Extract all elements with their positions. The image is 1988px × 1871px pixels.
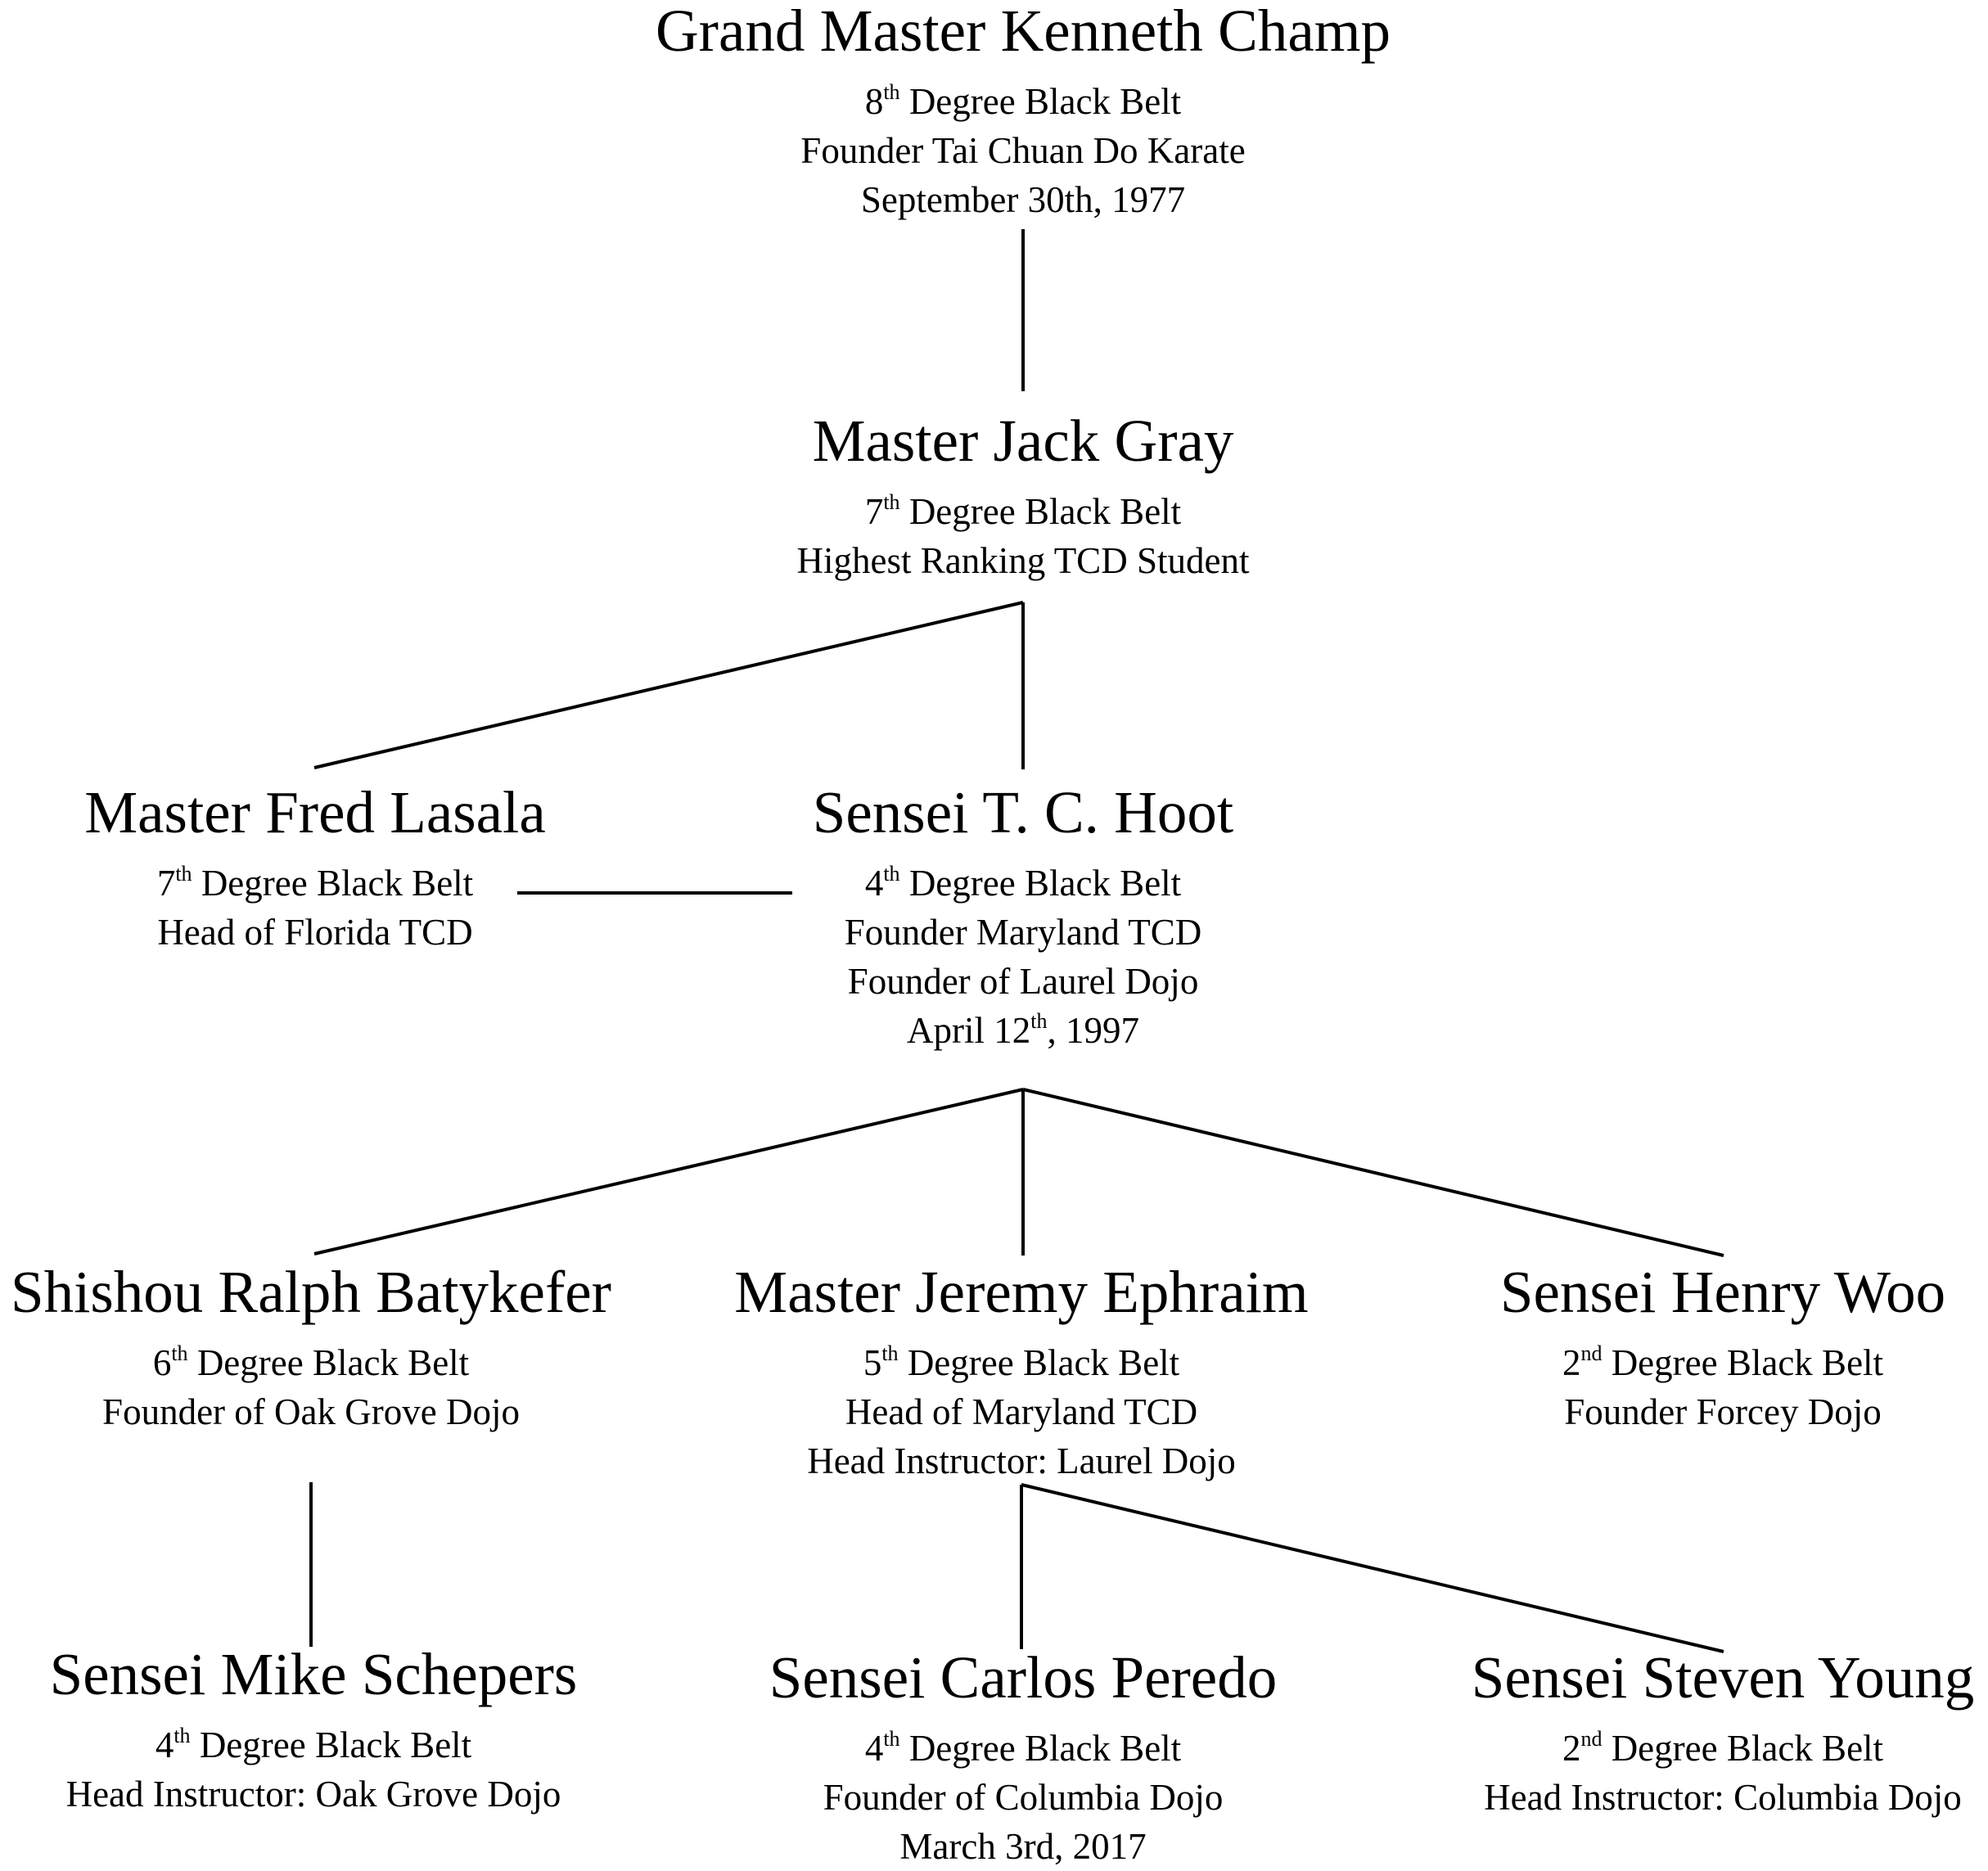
role-line: Head Instructor: Oak Grove Dojo [65, 1774, 561, 1815]
rank-line: 5th Degree Black Belt [612, 1338, 1431, 1387]
rank-text: Degree Black Belt [899, 491, 1182, 532]
rank-text: Degree Black Belt [190, 1724, 472, 1765]
role-line-2: Head Instructor: Laurel Dojo [807, 1440, 1236, 1481]
person-name: Grand Master Kenneth Champ [655, 0, 1391, 64]
node-carlos-peredo: Sensei Carlos Peredo 4th Degree Black Be… [614, 1643, 1432, 1871]
person-name: Sensei Carlos Peredo [769, 1644, 1278, 1711]
role-line: Founder of Oak Grove Dojo [102, 1391, 520, 1432]
rank-line: 2nd Degree Black Belt [1314, 1338, 1988, 1387]
person-name: Sensei Henry Woo [1499, 1259, 1946, 1325]
rank-number: 7 [156, 863, 176, 904]
role-line: Founder Tai Chuan Do Karate [800, 130, 1246, 171]
rank-number: 6 [152, 1342, 172, 1383]
rank-line: 4th Degree Black Belt [614, 1724, 1432, 1773]
rank-suffix: th [171, 1341, 188, 1365]
rank-text: Degree Black Belt [899, 1728, 1182, 1769]
role-line: Founder Forcey Dojo [1564, 1391, 1882, 1432]
edge-ephraim-young [1021, 1483, 1724, 1653]
rank-suffix: th [174, 1724, 191, 1747]
rank-suffix: th [883, 80, 900, 104]
rank-suffix: th [175, 862, 192, 886]
edge-hoot-batykefer [313, 1088, 1024, 1256]
rank-suffix: th [883, 490, 900, 514]
person-name: Sensei Mike Schepers [49, 1641, 578, 1707]
date-text: April 12 [907, 1010, 1031, 1051]
rank-number: 8 [864, 81, 884, 122]
rank-text: Degree Black Belt [898, 1342, 1180, 1383]
node-tc-hoot: Sensei T. C. Hoot 4th Degree Black Belt … [614, 778, 1432, 1055]
rank-number: 4 [864, 1728, 884, 1769]
rank-number: 4 [864, 863, 884, 904]
role-line: Highest Ranking TCD Student [796, 540, 1250, 581]
date-line: September 30th, 1977 [860, 179, 1186, 220]
person-name: Master Jack Gray [812, 408, 1234, 474]
role-line: Founder Maryland TCD [844, 912, 1202, 953]
date-suffix: th [1030, 1009, 1048, 1033]
role-line: Founder of Columbia Dojo [823, 1777, 1224, 1818]
person-name: Sensei T. C. Hoot [812, 779, 1234, 845]
role-line: Head of Maryland TCD [845, 1391, 1198, 1432]
rank-text: Degree Black Belt [899, 81, 1182, 122]
person-name: Shishou Ralph Batykefer [11, 1259, 611, 1325]
role-line: Head of Florida TCD [157, 912, 473, 953]
rank-line: 4th Degree Black Belt [0, 1720, 723, 1770]
rank-suffix: th [883, 1727, 900, 1751]
node-jeremy-ephraim: Master Jeremy Ephraim 5th Degree Black B… [612, 1258, 1431, 1486]
role-line-2: Founder of Laurel Dojo [847, 961, 1199, 1002]
node-ralph-batykefer: Shishou Ralph Batykefer 6th Degree Black… [0, 1258, 720, 1436]
rank-number: 5 [863, 1342, 882, 1383]
person-name: Sensei Steven Young [1471, 1644, 1975, 1711]
rank-text: Degree Black Belt [1602, 1342, 1884, 1383]
rank-text: Degree Black Belt [899, 863, 1182, 904]
date-year: , 1997 [1047, 1010, 1139, 1051]
node-steven-young: Sensei Steven Young 2nd Degree Black Bel… [1314, 1643, 1988, 1822]
rank-suffix: th [883, 862, 900, 886]
rank-line: 2nd Degree Black Belt [1314, 1724, 1988, 1773]
rank-number: 2 [1562, 1342, 1581, 1383]
person-name: Master Fred Lasala [84, 779, 546, 845]
rank-number: 7 [864, 491, 884, 532]
rank-line: 6th Degree Black Belt [0, 1338, 720, 1387]
edge-hoot-woo [1022, 1088, 1724, 1257]
rank-number: 4 [155, 1724, 174, 1765]
rank-suffix: th [881, 1341, 899, 1365]
rank-text: Degree Black Belt [192, 863, 474, 904]
node-fred-lasala: Master Fred Lasala 7th Degree Black Belt… [0, 778, 724, 957]
date-line: March 3rd, 2017 [899, 1826, 1147, 1867]
node-kenneth-champ: Grand Master Kenneth Champ 8th Degree Bl… [614, 0, 1432, 224]
rank-line: 7th Degree Black Belt [614, 487, 1432, 536]
rank-line: 8th Degree Black Belt [614, 77, 1432, 126]
node-henry-woo: Sensei Henry Woo 2nd Degree Black Belt F… [1314, 1258, 1988, 1436]
person-name: Master Jeremy Ephraim [734, 1259, 1309, 1325]
edge-gray-lasala [313, 601, 1024, 769]
rank-text: Degree Black Belt [187, 1342, 470, 1383]
role-line: Head Instructor: Columbia Dojo [1484, 1777, 1962, 1818]
rank-text: Degree Black Belt [1602, 1728, 1884, 1769]
rank-suffix: nd [1580, 1727, 1603, 1751]
rank-number: 2 [1562, 1728, 1581, 1769]
node-jack-gray: Master Jack Gray 7th Degree Black Belt H… [614, 407, 1432, 585]
date-line: April 12th, 1997 [614, 1006, 1432, 1055]
node-mike-schepers: Sensei Mike Schepers 4th Degree Black Be… [0, 1640, 723, 1819]
rank-line: 4th Degree Black Belt [614, 859, 1432, 908]
rank-line: 7th Degree Black Belt [0, 859, 724, 908]
rank-suffix: nd [1580, 1341, 1603, 1365]
